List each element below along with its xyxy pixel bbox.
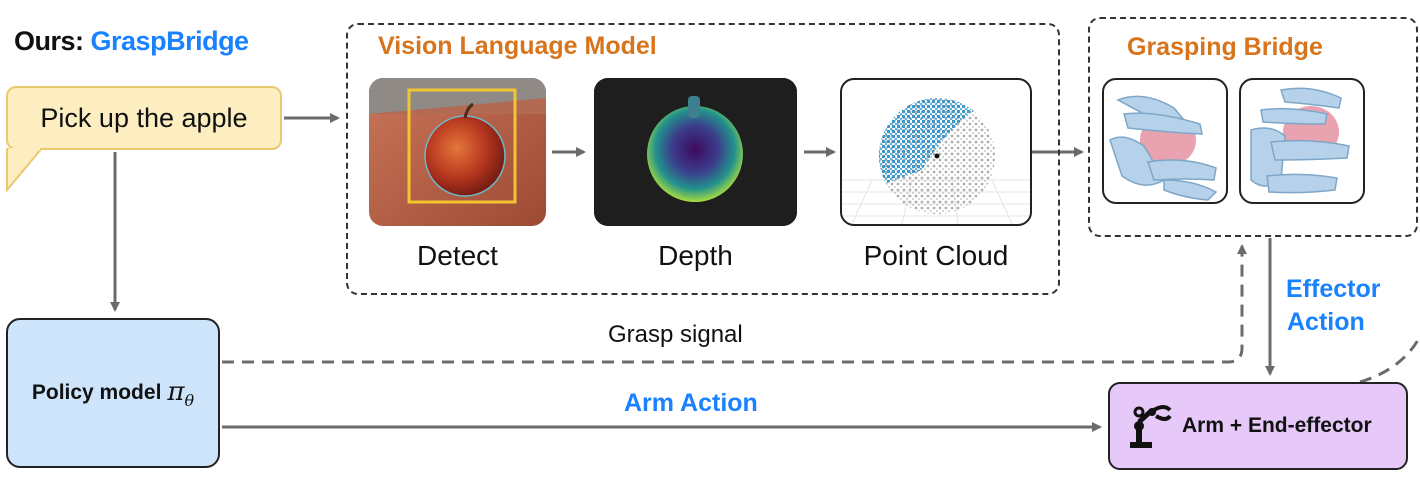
vlm-group — [346, 23, 1060, 295]
caption-depth: Depth — [658, 240, 733, 271]
depth-image — [594, 78, 797, 226]
figure-title: Ours: GraspBridge — [14, 26, 249, 57]
point-cloud-image — [840, 78, 1032, 226]
robot-arm-icon — [1130, 405, 1172, 448]
vlm-title: Vision Language Model — [378, 32, 657, 60]
grasp-signal-label: Grasp signal — [608, 321, 743, 348]
policy-symbol: πθ — [167, 377, 194, 410]
arm-end-effector-node: Arm + End-effector — [1108, 382, 1408, 470]
grasp-view-1-image — [1102, 78, 1228, 204]
title-brand: GraspBridge — [90, 26, 250, 56]
instruction-bubble: Pick up the apple — [6, 86, 282, 150]
caption-point-cloud: Point Cloud — [863, 240, 1009, 271]
effector-action-label-line1: Effector — [1286, 275, 1381, 303]
caption-detect: Detect — [417, 240, 498, 271]
grasp-view-2-image — [1239, 78, 1365, 204]
grasping-bridge-title: Grasping Bridge — [1127, 33, 1323, 61]
detect-image — [369, 78, 546, 226]
arrow-grasp-signal — [222, 244, 1247, 364]
policy-subscript: θ — [184, 390, 195, 410]
effector-action-label-line2: Action — [1287, 308, 1365, 336]
grasping-bridge-group — [1088, 17, 1418, 237]
title-prefix: Ours: — [14, 26, 84, 56]
arm-action-label: Arm Action — [624, 389, 758, 417]
speech-bubble-tail — [6, 148, 44, 192]
instruction-text: Pick up the apple — [40, 103, 248, 133]
policy-pi: π — [167, 376, 185, 407]
policy-model-node: Policy model πθ — [6, 318, 220, 468]
feedback-dashed-curve — [1359, 339, 1420, 384]
arm-label: Arm + End-effector — [1182, 414, 1372, 437]
policy-label: Policy model — [31, 381, 162, 404]
